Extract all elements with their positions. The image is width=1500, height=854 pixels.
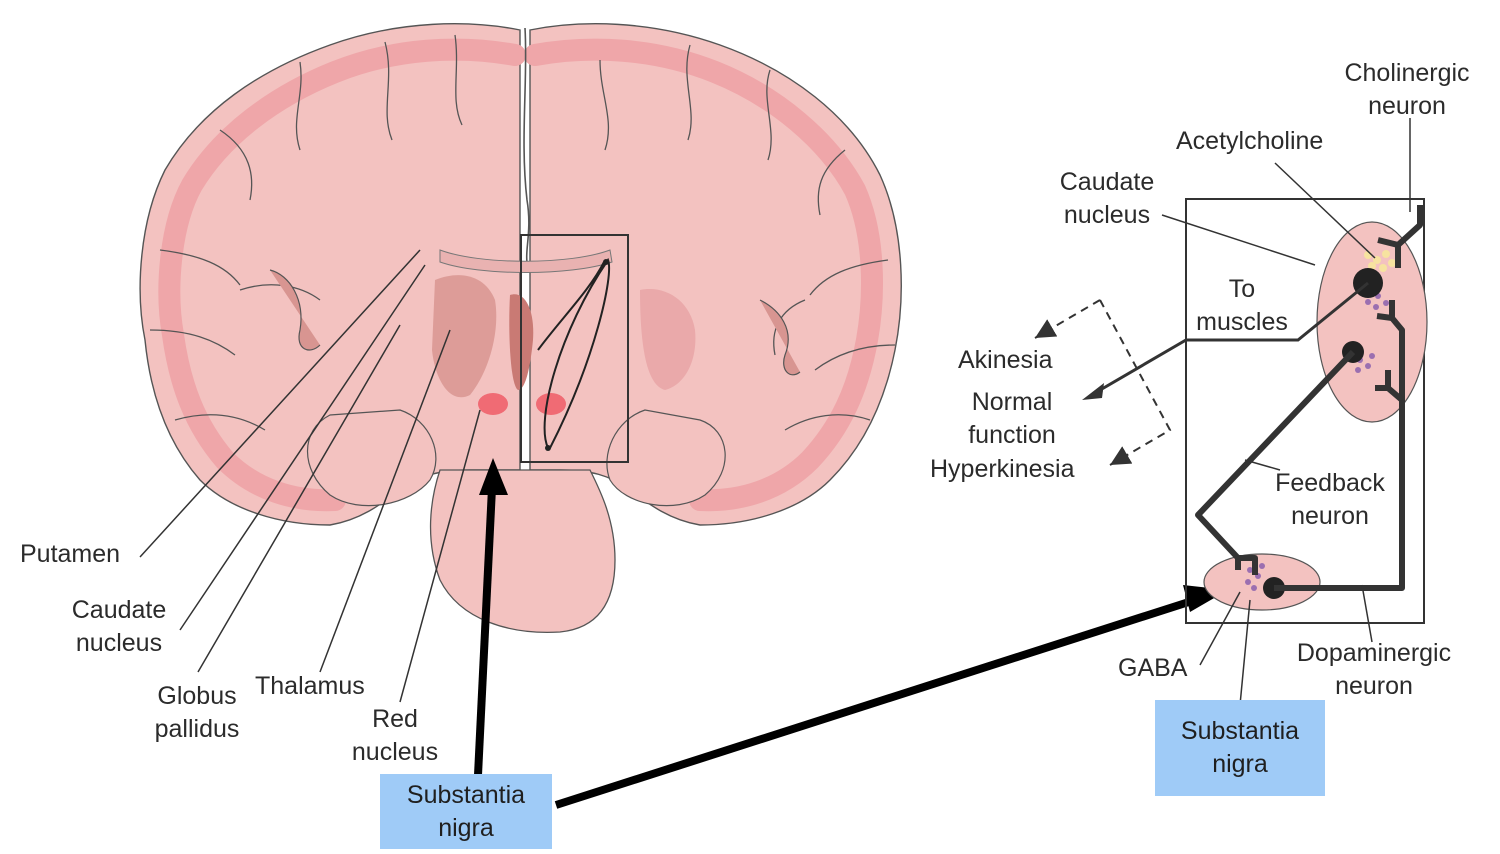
longitudinal-fissure bbox=[523, 27, 530, 263]
circuit-diagram bbox=[1034, 118, 1428, 706]
left-sylvian-fissure bbox=[269, 269, 321, 351]
label-to-muscles: To muscles bbox=[1196, 275, 1288, 336]
caudate-region bbox=[1316, 221, 1428, 423]
label-putamen: Putamen bbox=[20, 540, 121, 568]
substantia-nigra-box-right: Substantia nigra bbox=[1155, 700, 1325, 796]
dopamine-vesicles bbox=[1245, 293, 1389, 591]
arrow-to-brain-sn bbox=[474, 487, 496, 776]
label-akinesia: Akinesia bbox=[958, 346, 1053, 374]
label-caudate-nucleus: Caudate nucleus bbox=[71, 596, 167, 657]
left-cortex-band bbox=[158, 38, 526, 512]
label-circuit-caudate-nucleus: Caudate nucleus bbox=[1059, 168, 1155, 229]
label-dopaminergic-neuron: Dopaminergic neuron bbox=[1296, 639, 1452, 700]
label-globus-pallidus: Globus pallidus bbox=[154, 682, 240, 743]
dashed-bracket bbox=[1099, 299, 1172, 466]
label-cholinergic-neuron: Cholinergic neuron bbox=[1344, 59, 1470, 120]
inset-rectangle bbox=[520, 234, 629, 463]
right-cerebellum bbox=[606, 409, 726, 507]
arrow-head-brain-sn bbox=[479, 458, 508, 495]
label-feedback-neuron: Feedback neuron bbox=[1275, 469, 1385, 530]
brainstem bbox=[429, 469, 616, 634]
output-arrowhead bbox=[1082, 383, 1104, 400]
brain-leader-lines bbox=[139, 249, 481, 703]
substantia-nigra-box-left: Substantia nigra bbox=[380, 774, 552, 849]
label-hyperkinesia: Hyperkinesia bbox=[930, 455, 1075, 483]
inset-dot bbox=[545, 445, 551, 451]
corpus-callosum bbox=[439, 249, 613, 273]
label-normal-function: Normal function bbox=[968, 388, 1056, 449]
label-thalamus: Thalamus bbox=[255, 672, 365, 700]
dashed-bracket-top bbox=[1034, 299, 1101, 339]
right-sulci bbox=[599, 44, 896, 431]
right-putamen-shape bbox=[640, 289, 696, 390]
circuit-frame bbox=[1185, 198, 1425, 624]
left-cerebellum bbox=[307, 409, 437, 507]
label-acetylcholine: Acetylcholine bbox=[1176, 127, 1324, 155]
circuit-leader-lines bbox=[1161, 118, 1411, 706]
inset-dot bbox=[603, 259, 609, 265]
right-hemisphere bbox=[529, 23, 902, 526]
acetylcholine-vesicles bbox=[1364, 250, 1396, 272]
left-sulci bbox=[149, 34, 463, 431]
right-red-nucleus bbox=[536, 393, 566, 415]
left-putamen-shape bbox=[432, 275, 497, 398]
brain-section bbox=[139, 23, 902, 703]
label-red-nucleus: Red nucleus bbox=[351, 705, 439, 766]
right-cortex-band bbox=[524, 38, 883, 512]
output-to-muscles bbox=[1094, 281, 1369, 395]
substantia-nigra-region bbox=[1203, 553, 1321, 611]
left-red-nucleus bbox=[478, 393, 508, 415]
arrow-to-circuit-sn bbox=[554, 596, 1197, 809]
right-sylvian-fissure bbox=[759, 299, 801, 376]
label-gaba: GABA bbox=[1118, 654, 1188, 682]
